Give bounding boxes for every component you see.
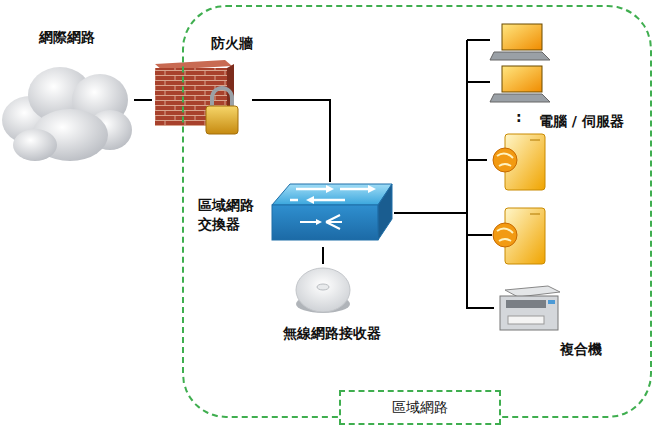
device-node: 無線網路接收器 bbox=[260, 264, 404, 350]
device-node: 網際網路 bbox=[0, 28, 134, 168]
device-label: 複合機 bbox=[560, 340, 616, 359]
server-icon bbox=[493, 134, 545, 264]
device-label: 網際網路 bbox=[0, 28, 134, 47]
cloud-icon bbox=[2, 67, 132, 161]
bus-wires bbox=[467, 40, 492, 235]
device-node: 防火牆 bbox=[152, 34, 252, 134]
device-label: 無線網路接收器 bbox=[260, 324, 404, 343]
device-node: 區域網路 交換器 bbox=[198, 182, 394, 247]
firewall-icon bbox=[155, 60, 238, 134]
network-link bbox=[394, 160, 487, 213]
device-label: 區域網路 交換器 bbox=[198, 196, 268, 234]
device-node: 電腦 / 伺服器 bbox=[487, 24, 649, 269]
network-link bbox=[394, 213, 494, 308]
network-link bbox=[134, 99, 152, 101]
network-link bbox=[252, 100, 330, 182]
ellipsis-mark: : bbox=[516, 108, 522, 127]
printer-icon bbox=[500, 286, 560, 330]
region-label: 區域網路 bbox=[339, 390, 501, 425]
network-region: 區域網路防火牆區域網路 交換器無線網路接收器電腦 / 伺服器複合機 bbox=[182, 5, 652, 418]
device-label: 電腦 / 伺服器 bbox=[539, 112, 647, 131]
access-point-icon bbox=[296, 268, 350, 313]
device-node: 複合機 bbox=[494, 282, 618, 364]
laptop-icon bbox=[490, 24, 550, 102]
network-link bbox=[322, 247, 324, 264]
device-label: 防火牆 bbox=[192, 34, 272, 53]
switch-icon bbox=[272, 184, 392, 240]
